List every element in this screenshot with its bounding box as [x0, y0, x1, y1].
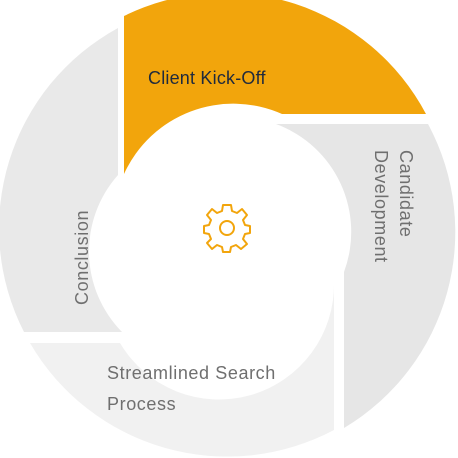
segment-client-kick-off[interactable]	[124, 0, 426, 174]
segment-candidate-development[interactable]	[276, 124, 456, 428]
segment-streamlined-search-process[interactable]	[30, 282, 335, 457]
label-conclusion: Conclusion	[72, 210, 92, 305]
label-streamlined-search-process: Streamlined Search Process	[107, 363, 282, 414]
label-line: Process	[107, 394, 176, 414]
label-client-kick-off: Client Kick-Off	[148, 68, 266, 88]
label-line: Streamlined Search	[107, 363, 276, 383]
segment-conclusion[interactable]	[0, 28, 122, 332]
label-line: Conclusion	[72, 210, 92, 305]
label-line: Client Kick-Off	[148, 68, 266, 88]
label-line: Development	[371, 150, 391, 263]
label-line: Candidate	[396, 150, 416, 237]
gear-icon	[203, 204, 251, 253]
label-candidate-development: Candidate Development	[371, 150, 416, 263]
